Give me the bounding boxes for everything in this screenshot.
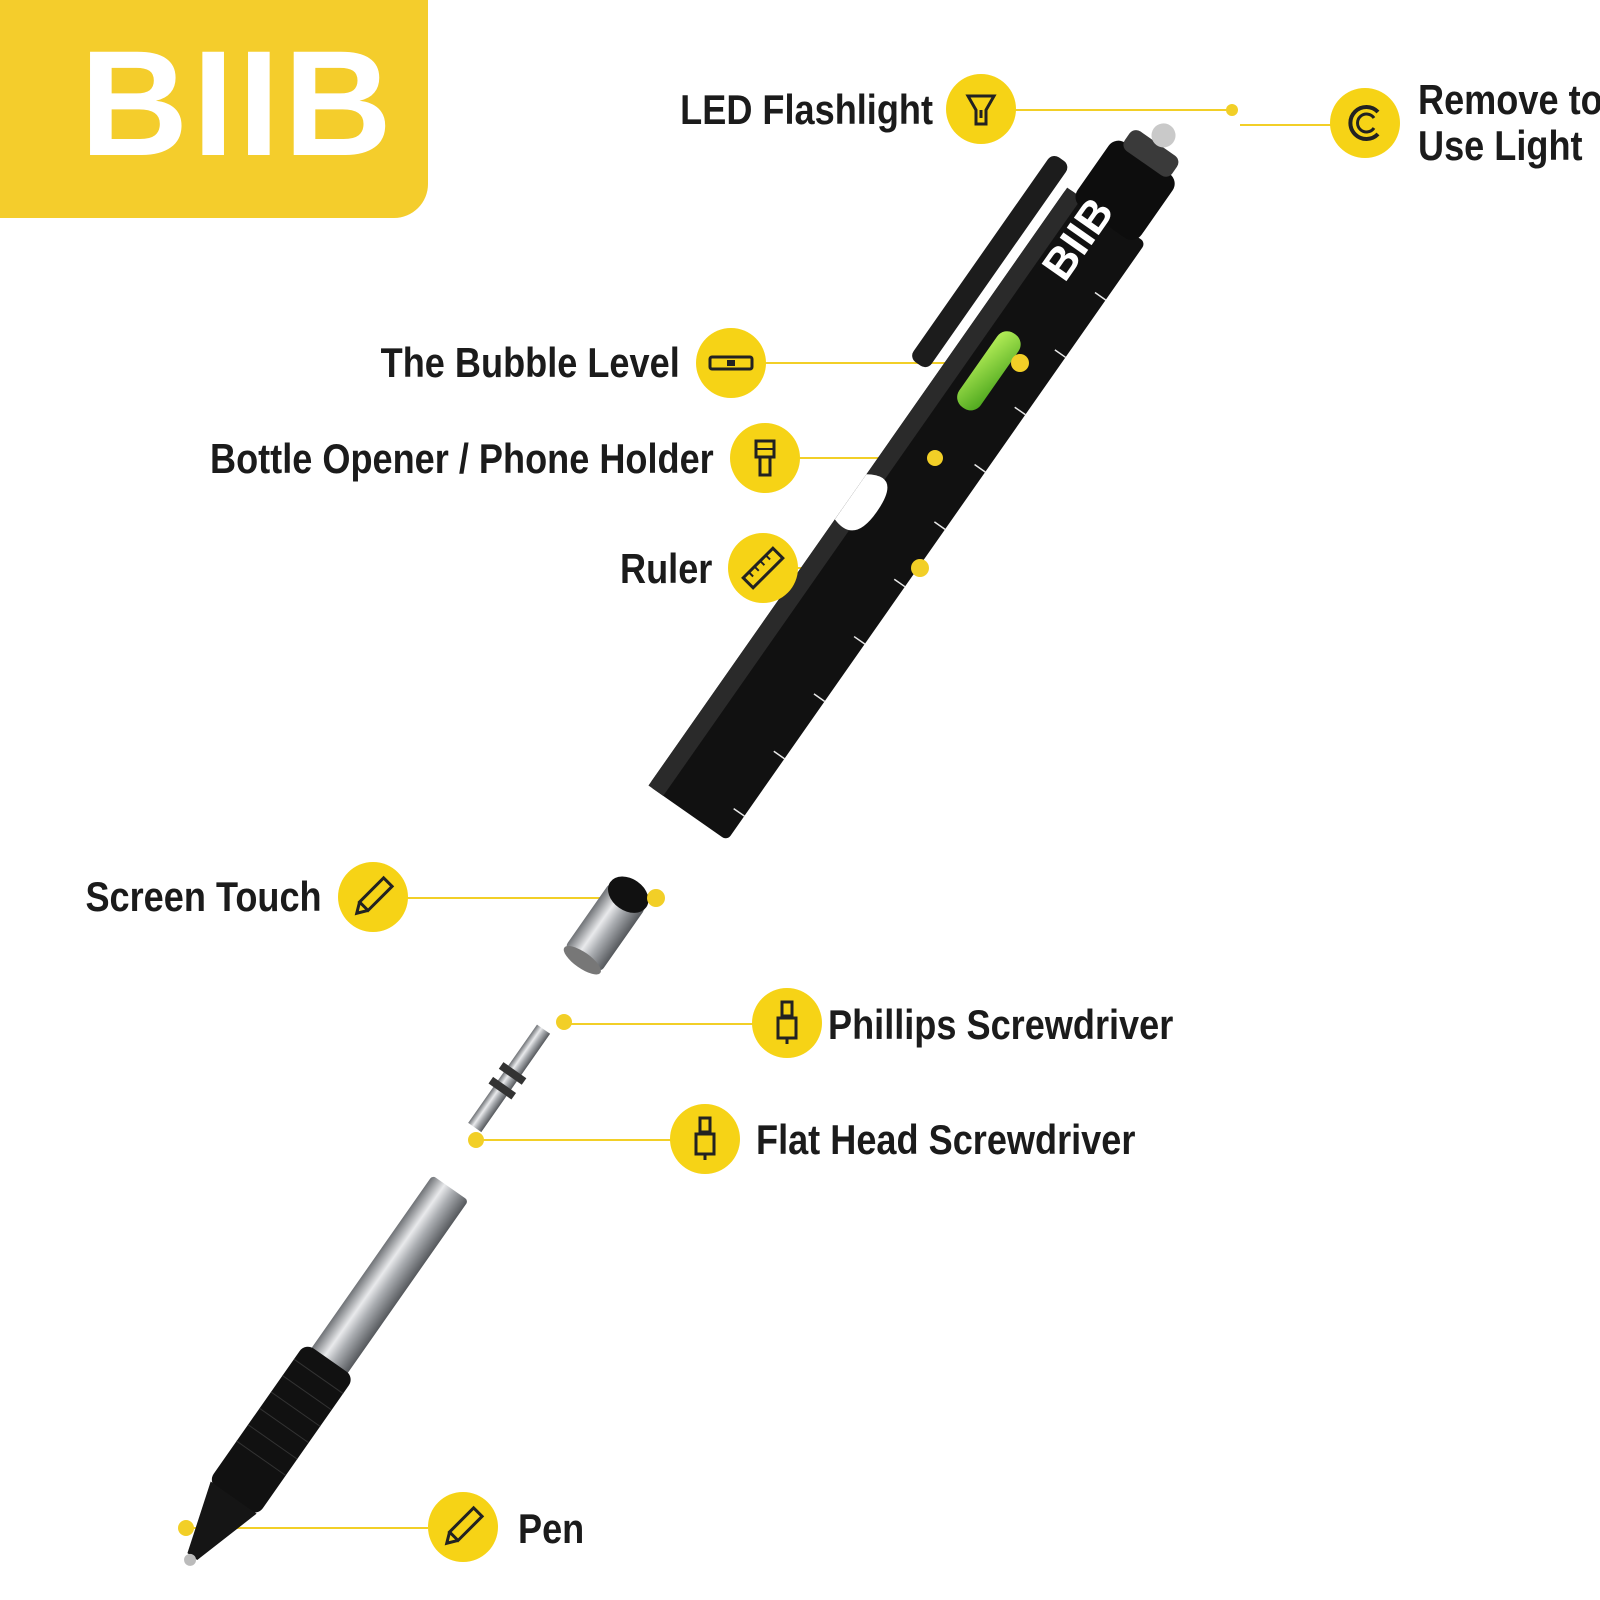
pen-icon bbox=[428, 1492, 498, 1562]
label-phillips: Phillips Screwdriver bbox=[828, 1001, 1174, 1048]
flashlight-icon bbox=[946, 74, 1016, 144]
stylus-icon bbox=[338, 862, 408, 932]
cap-icon bbox=[1330, 88, 1400, 158]
phillips-screwdriver-icon bbox=[752, 988, 822, 1058]
label-ruler: Ruler bbox=[619, 545, 712, 592]
level-icon bbox=[696, 328, 766, 398]
flathead-screwdriver-icon bbox=[670, 1104, 740, 1174]
ruler-icon bbox=[728, 533, 798, 603]
label-bottle-opener: Bottle Opener / Phone Holder bbox=[210, 435, 714, 482]
pen-body: BIIB bbox=[648, 123, 1179, 839]
label-screen-touch: Screen Touch bbox=[85, 873, 322, 920]
stylus-tip bbox=[563, 876, 649, 975]
label-flathead: Flat Head Screwdriver bbox=[756, 1116, 1136, 1163]
screwdriver-bit bbox=[468, 1024, 551, 1133]
pen-barrel bbox=[184, 1176, 467, 1566]
label-remove-to: Remove to bbox=[1418, 76, 1600, 123]
brand-logo: BIIB bbox=[80, 19, 396, 187]
label-bubble-level: The Bubble Level bbox=[380, 339, 680, 386]
label-use-light: Use Light bbox=[1418, 122, 1583, 169]
label-led-flashlight: LED Flashlight bbox=[680, 86, 933, 133]
label-pen: Pen bbox=[518, 1505, 585, 1552]
logo-banner: BIIB bbox=[0, 0, 428, 218]
bottle-opener-icon bbox=[730, 423, 800, 493]
